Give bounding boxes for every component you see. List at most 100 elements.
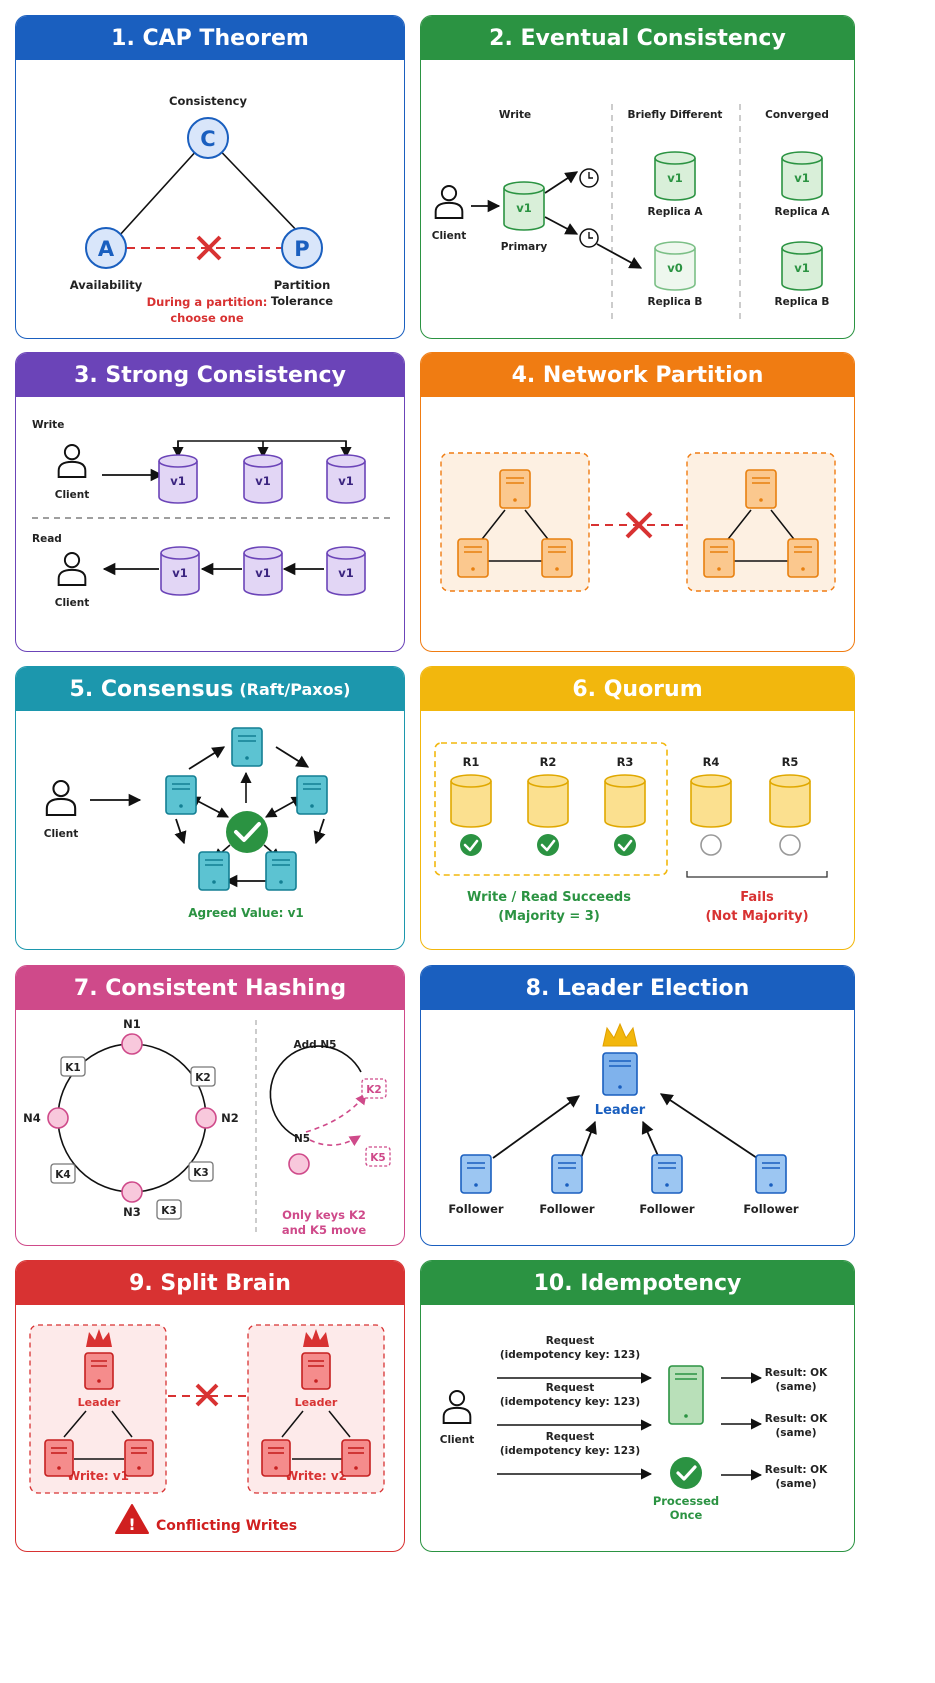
result-label: Result: OK — [765, 1464, 828, 1476]
replica-db-icon: v1 — [158, 454, 198, 504]
title-sub: (Raft/Paxos) — [239, 679, 351, 699]
follower-label: Follower — [743, 1202, 798, 1216]
svg-text:A: A — [98, 237, 115, 261]
warning-icon: ! — [115, 1504, 149, 1534]
replica-b-label: Replica B — [648, 296, 703, 308]
client-icon — [57, 444, 87, 478]
node-label: N1 — [123, 1017, 141, 1031]
leader-server-icon — [301, 1352, 331, 1390]
server-icon — [124, 1439, 154, 1477]
replica-db-icon — [769, 774, 811, 828]
success-sub: (Majority = 3) — [498, 909, 600, 924]
eventual-diagram: Write Briefly Different Converged Client… — [432, 104, 830, 320]
svg-text:!: ! — [128, 1515, 135, 1534]
read-label: Read — [32, 533, 62, 545]
follower-label: Follower — [539, 1202, 594, 1216]
majority-group — [434, 742, 668, 876]
value-label: v1 — [794, 171, 810, 185]
value-label: v1 — [667, 171, 683, 185]
server-icon — [745, 469, 777, 509]
node-c: C — [187, 117, 229, 159]
result-label: Result: OK — [765, 1367, 828, 1379]
primary-db-icon: v1 — [503, 181, 545, 231]
replica-db-icon — [690, 774, 732, 828]
follower-server-icon — [551, 1154, 583, 1194]
replica-db-icon: v1 — [326, 546, 366, 596]
leader-server-icon — [84, 1352, 114, 1390]
key-label: K3 — [161, 1205, 176, 1217]
hash-key: K1 — [60, 1056, 86, 1077]
request-key-label: (idempotency key: 123) — [500, 1396, 640, 1408]
value-label: v1 — [516, 201, 532, 215]
replica-db-icon — [450, 774, 492, 828]
request-key-label: (idempotency key: 123) — [500, 1349, 640, 1361]
client-icon — [434, 185, 464, 219]
server-icon — [231, 727, 263, 767]
result-sub-label: (same) — [776, 1427, 817, 1439]
fail-label: Fails — [740, 890, 774, 905]
idempotency-diagram: Client Processed Once Request(idempotenc… — [440, 1335, 828, 1522]
card-network-partition: 4. Network Partition — [420, 352, 855, 652]
replica-db-icon: v1 — [243, 454, 283, 504]
follower-label: Follower — [639, 1202, 694, 1216]
hashing-note: Only keys K2 — [282, 1208, 366, 1222]
leader-label: Leader — [295, 1396, 338, 1409]
follower-server-icon — [651, 1154, 683, 1194]
check-icon — [460, 834, 482, 856]
replica-label: R5 — [782, 755, 799, 769]
server-icon — [541, 538, 573, 578]
card-split-brain: 9. Split Brain Leader Leader Write: v1 W… — [15, 1260, 405, 1552]
hash-key: K2 — [190, 1066, 216, 1087]
client-icon — [45, 779, 77, 817]
replica-db-icon — [527, 774, 569, 828]
conflict-label: Conflicting Writes — [156, 1518, 297, 1534]
hash-key: K3 — [188, 1161, 214, 1182]
write-left-label: Write: v1 — [67, 1469, 129, 1483]
value-label: v1 — [255, 474, 271, 488]
card-consistent-hashing: 7. Consistent Hashing Add N5 N5 Only key… — [15, 965, 405, 1246]
follower-server-icon — [460, 1154, 492, 1194]
card-idempotency: 10. Idempotency Client Processed Once Re… — [420, 1260, 855, 1552]
replica-label: R2 — [540, 755, 557, 769]
card-title: 9. Split Brain — [16, 1261, 404, 1305]
card-title: 6. Quorum — [421, 667, 854, 711]
write-right-label: Write: v2 — [285, 1469, 347, 1483]
crown-icon — [602, 1022, 638, 1047]
replica-b-db-icon: v1 — [781, 241, 823, 291]
replica-db-icon — [604, 774, 646, 828]
card-title: 1. CAP Theorem — [16, 16, 404, 60]
follower-server-icon — [755, 1154, 787, 1194]
check-icon — [537, 834, 559, 856]
card-title: 3. Strong Consistency — [16, 353, 404, 397]
server-icon — [198, 851, 230, 891]
replica-db-icon: v1 — [243, 546, 283, 596]
quorum-diagram: Write / Read Succeeds (Majority = 3) Fai… — [434, 742, 828, 924]
leader-label: Leader — [595, 1103, 646, 1118]
consensus-diagram: Client Agreed Value: v1 — [44, 727, 328, 920]
follower-label: Follower — [448, 1202, 503, 1216]
replica-a-db-icon: v1 — [781, 151, 823, 201]
leader-server-icon — [602, 1052, 638, 1096]
request-label: Request — [546, 1335, 595, 1347]
availability-label: Availability — [70, 278, 143, 292]
primary-label: Primary — [501, 241, 548, 253]
value-label: v1 — [255, 566, 271, 580]
processed-label: Processed — [653, 1494, 719, 1508]
cap-note: During a partition: — [147, 295, 268, 309]
split-diagram: Leader Leader Write: v1 Write: v2 ! Conf… — [29, 1324, 385, 1534]
title-main: 5. Consensus — [69, 676, 234, 702]
hash-node — [47, 1107, 69, 1129]
card-quorum: 6. Quorum Write / Read Succeeds (Majorit… — [420, 666, 855, 950]
value-label: v1 — [794, 261, 810, 275]
server-icon — [703, 538, 735, 578]
fail-sub: (Not Majority) — [705, 909, 808, 924]
result-label: Result: OK — [765, 1413, 828, 1425]
client-label: Client — [55, 489, 90, 501]
server-icon — [457, 538, 489, 578]
clock-icon — [579, 228, 599, 248]
replica-a-label: Replica A — [647, 206, 703, 218]
client-label: Client — [55, 597, 90, 609]
card-title: 4. Network Partition — [421, 353, 854, 397]
